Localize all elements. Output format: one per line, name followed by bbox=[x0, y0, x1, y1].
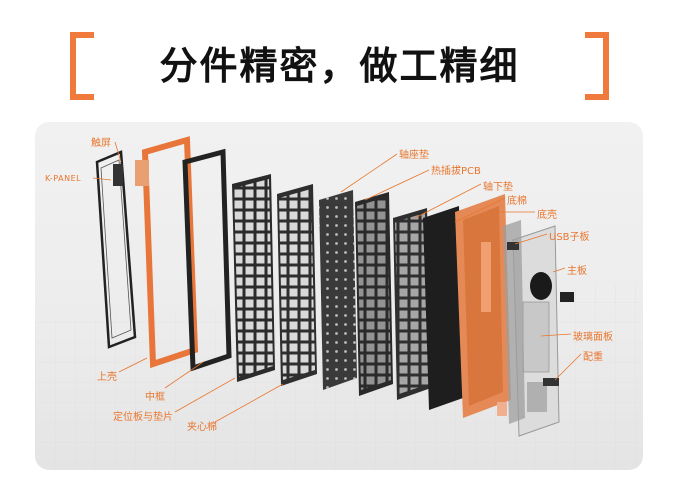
top-case-layer bbox=[135, 136, 199, 369]
glass-panel-layer bbox=[503, 220, 525, 424]
switch-bottom-pad-layer bbox=[393, 208, 431, 400]
label-k-panel: K-PANEL bbox=[45, 174, 82, 183]
label-top-case: 上壳 bbox=[97, 372, 117, 383]
bottom-foam-layer bbox=[423, 206, 463, 410]
middle-frame-layer bbox=[182, 148, 232, 372]
gasket-layer bbox=[277, 184, 317, 386]
small-part bbox=[560, 292, 574, 302]
k-panel-layer bbox=[95, 150, 137, 349]
weight-part bbox=[543, 378, 559, 386]
label-main-board: 主板 bbox=[567, 266, 587, 277]
foot-part bbox=[497, 402, 507, 416]
label-sandwich-foam: 夹心棉 bbox=[187, 422, 217, 433]
sandwich-foam-layer bbox=[319, 190, 357, 390]
label-hotswap-pcb: 热插拔PCB bbox=[431, 166, 481, 177]
pcb-layer bbox=[355, 192, 393, 396]
label-switch-bottom-pad: 轴下垫 bbox=[483, 182, 513, 193]
label-usb-board: USB子板 bbox=[549, 232, 590, 243]
label-glass-panel: 玻璃面板 bbox=[573, 332, 613, 343]
exploded-keyboard-illustration: 触屏 K-PANEL 上壳 中框 定位板与垫片 夹心棉 轴座垫 热插拔PCB 轴… bbox=[35, 122, 643, 470]
label-middle-frame: 中框 bbox=[145, 392, 165, 403]
label-bottom-case: 底壳 bbox=[537, 210, 557, 221]
left-bracket-decoration bbox=[70, 32, 94, 100]
usb-board-part bbox=[507, 242, 519, 250]
label-switch-pad: 轴座垫 bbox=[399, 150, 429, 161]
right-bracket-decoration bbox=[585, 32, 609, 100]
exploded-view-drawing bbox=[35, 136, 643, 470]
label-bottom-foam: 底棉 bbox=[507, 196, 527, 207]
label-weight: 配重 bbox=[583, 352, 603, 363]
label-touch-screen: 触屏 bbox=[91, 138, 111, 149]
plate-layer bbox=[232, 174, 275, 382]
page-title: 分件精密，做工精细 bbox=[159, 44, 520, 88]
bottom-case-layer bbox=[455, 194, 511, 418]
label-plate-gasket: 定位板与垫片 bbox=[113, 412, 173, 423]
